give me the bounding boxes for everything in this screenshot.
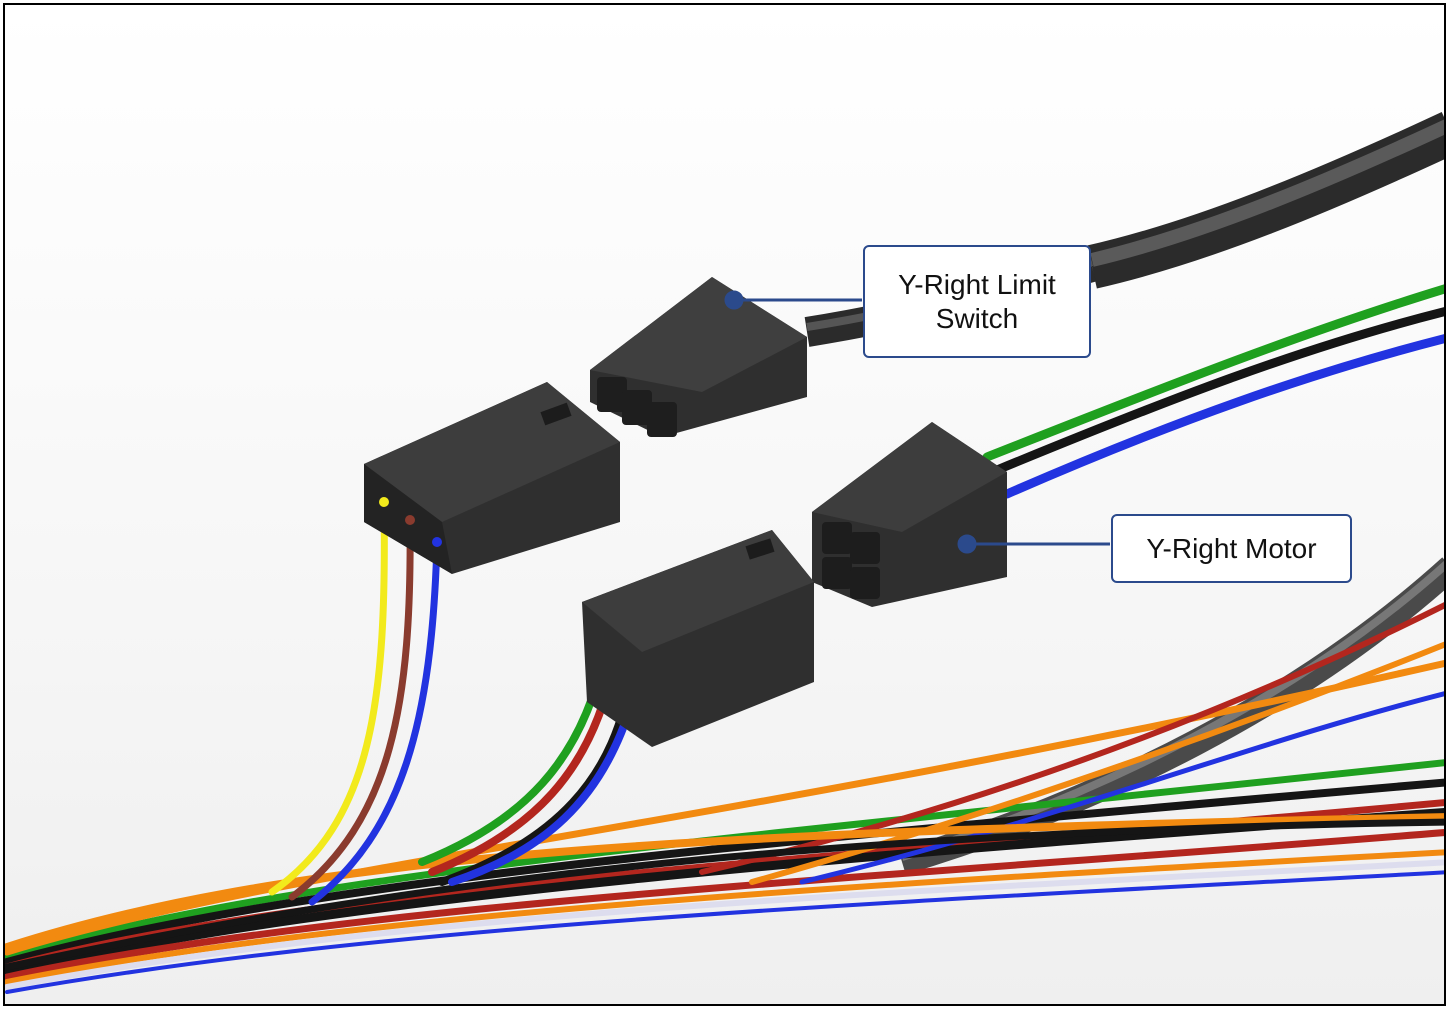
motor-mating-connector — [582, 530, 814, 747]
callout-y-right-limit-switch: Y-Right Limit Switch — [863, 245, 1091, 358]
motor-connector — [812, 422, 1007, 607]
switch-wires-left — [268, 498, 441, 906]
motor-label: Y-Right Motor — [1146, 532, 1317, 564]
diagram-frame: Y-Right Limit Switch Y-Right Motor — [3, 3, 1446, 1006]
motor-wires-right — [982, 284, 1444, 499]
harness-illustration — [5, 112, 1444, 994]
limit-switch-connector — [590, 277, 807, 437]
callout-y-right-motor: Y-Right Motor — [1111, 514, 1352, 583]
switch-mating-connector — [364, 382, 620, 574]
motor-pointer-dot — [957, 534, 977, 554]
limit-switch-label-line1: Y-Right Limit — [898, 268, 1056, 300]
limit-switch-pointer-dot — [724, 290, 744, 310]
leader-lines — [724, 290, 1110, 554]
limit-switch-label-line2: Switch — [935, 302, 1019, 334]
wire-bundle — [5, 602, 1444, 994]
